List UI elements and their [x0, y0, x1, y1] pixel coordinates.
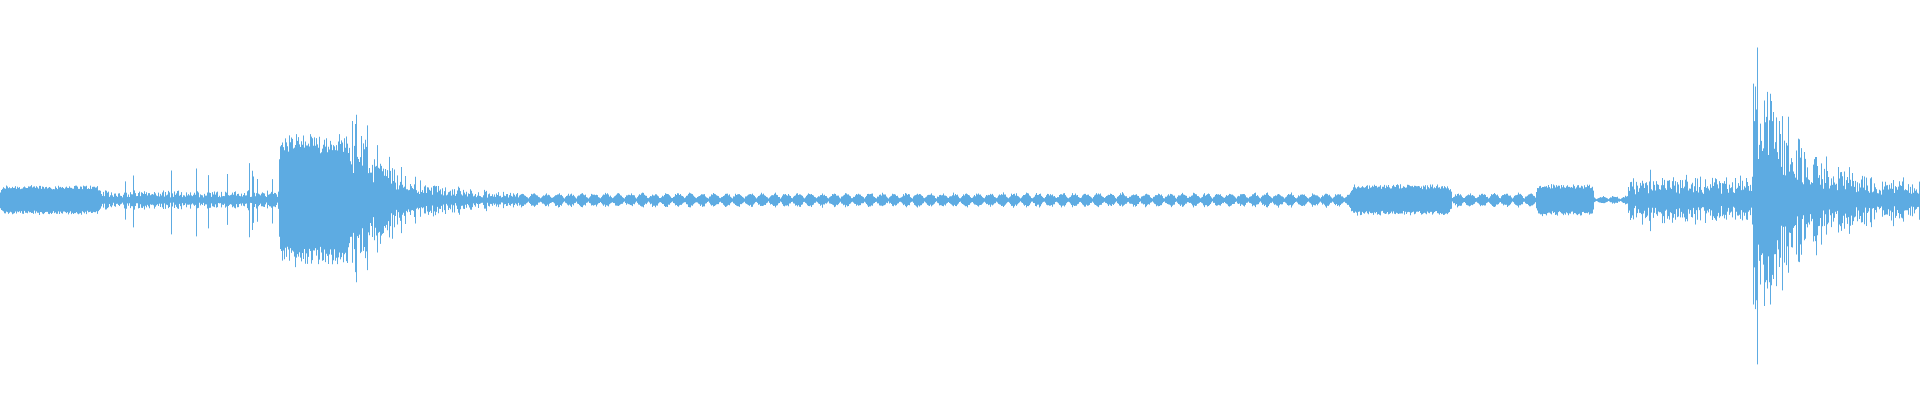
waveform-bars: [0, 47, 1920, 365]
